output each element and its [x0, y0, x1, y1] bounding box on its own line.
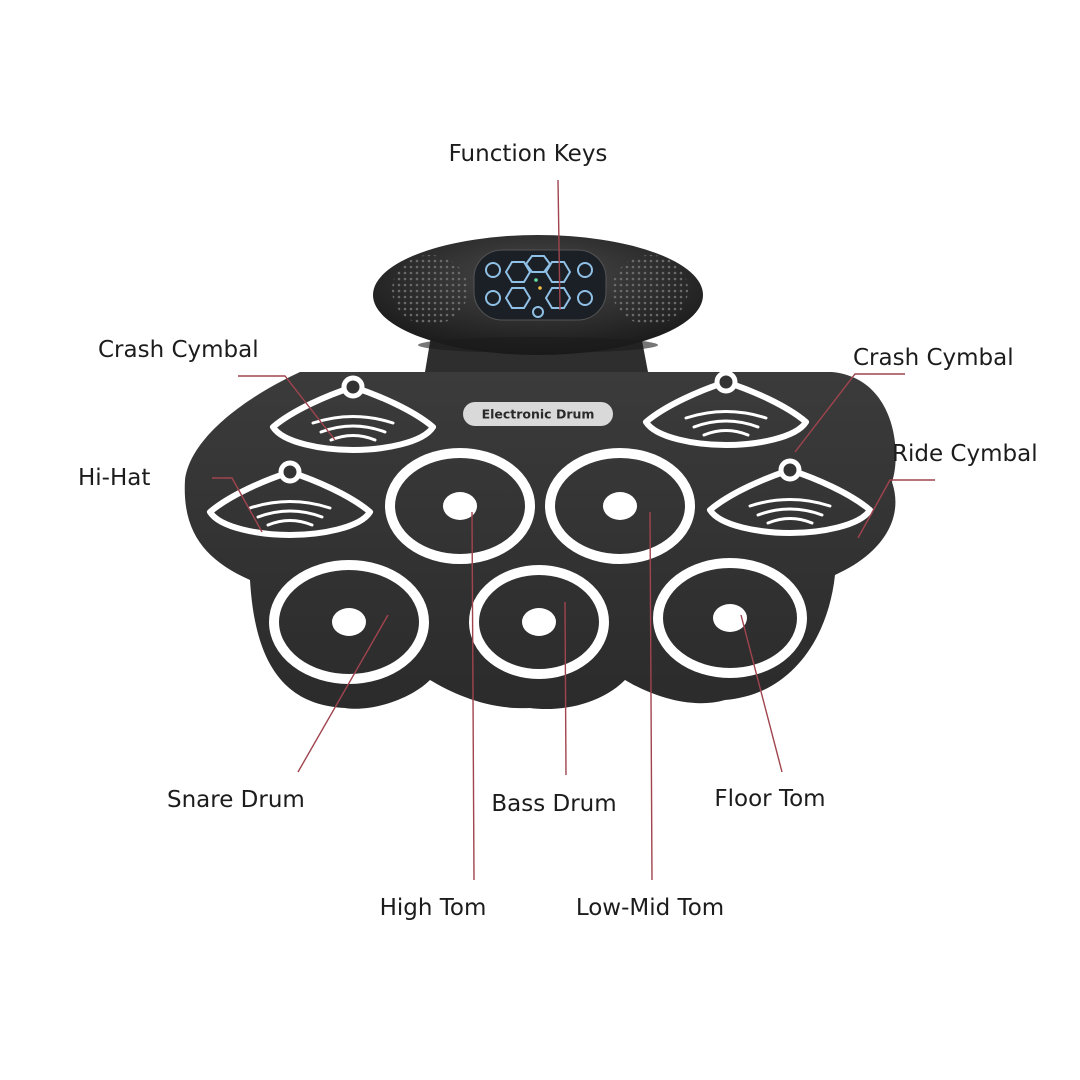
label-ride-cymbal: Ride Cymbal — [892, 441, 1038, 467]
floor-tom-pad[interactable] — [653, 558, 807, 678]
leader-ride-cymbal — [857, 479, 935, 539]
leader-high-tom — [471, 511, 475, 881]
leader-hi-hat — [212, 477, 263, 533]
function-keys — [485, 255, 593, 318]
leader-snare-drum — [297, 614, 389, 773]
speaker-right — [612, 255, 688, 325]
leader-crash-cymbal-left — [238, 375, 336, 441]
label-hi-hat: Hi-Hat — [78, 465, 151, 491]
speaker-left — [392, 255, 468, 325]
brand-text: Electronic Drum — [482, 407, 595, 422]
label-crash-cymbal-right: Crash Cymbal — [853, 345, 1014, 371]
leader-floor-tom — [740, 614, 783, 773]
ride-cymbal-pad[interactable] — [707, 458, 873, 536]
label-crash-cymbal-left: Crash Cymbal — [98, 337, 259, 363]
low-mid-tom-pad[interactable] — [545, 448, 695, 564]
label-floor-tom: Floor Tom — [714, 786, 826, 812]
label-high-tom: High Tom — [379, 895, 487, 921]
brand-badge — [463, 402, 613, 426]
label-bass-drum: Bass Drum — [491, 791, 617, 817]
control-unit — [373, 235, 703, 355]
function-key-panel — [473, 249, 607, 321]
label-low-mid-tom: Low-Mid Tom — [575, 895, 725, 921]
label-snare-drum: Snare Drum — [167, 787, 305, 813]
bass-drum-pad[interactable] — [469, 565, 609, 679]
leader-crash-cymbal-right — [794, 373, 905, 453]
crash-cymbal-right-pad[interactable] — [643, 370, 809, 448]
leader-low-mid-tom — [649, 511, 653, 881]
hi-hat-pad[interactable] — [207, 460, 373, 538]
label-function-keys: Function Keys — [448, 141, 608, 167]
high-tom-pad[interactable] — [385, 448, 535, 564]
leader-function-keys — [557, 179, 561, 311]
leader-bass-drum — [564, 601, 567, 776]
snare-drum-pad[interactable] — [269, 560, 429, 684]
